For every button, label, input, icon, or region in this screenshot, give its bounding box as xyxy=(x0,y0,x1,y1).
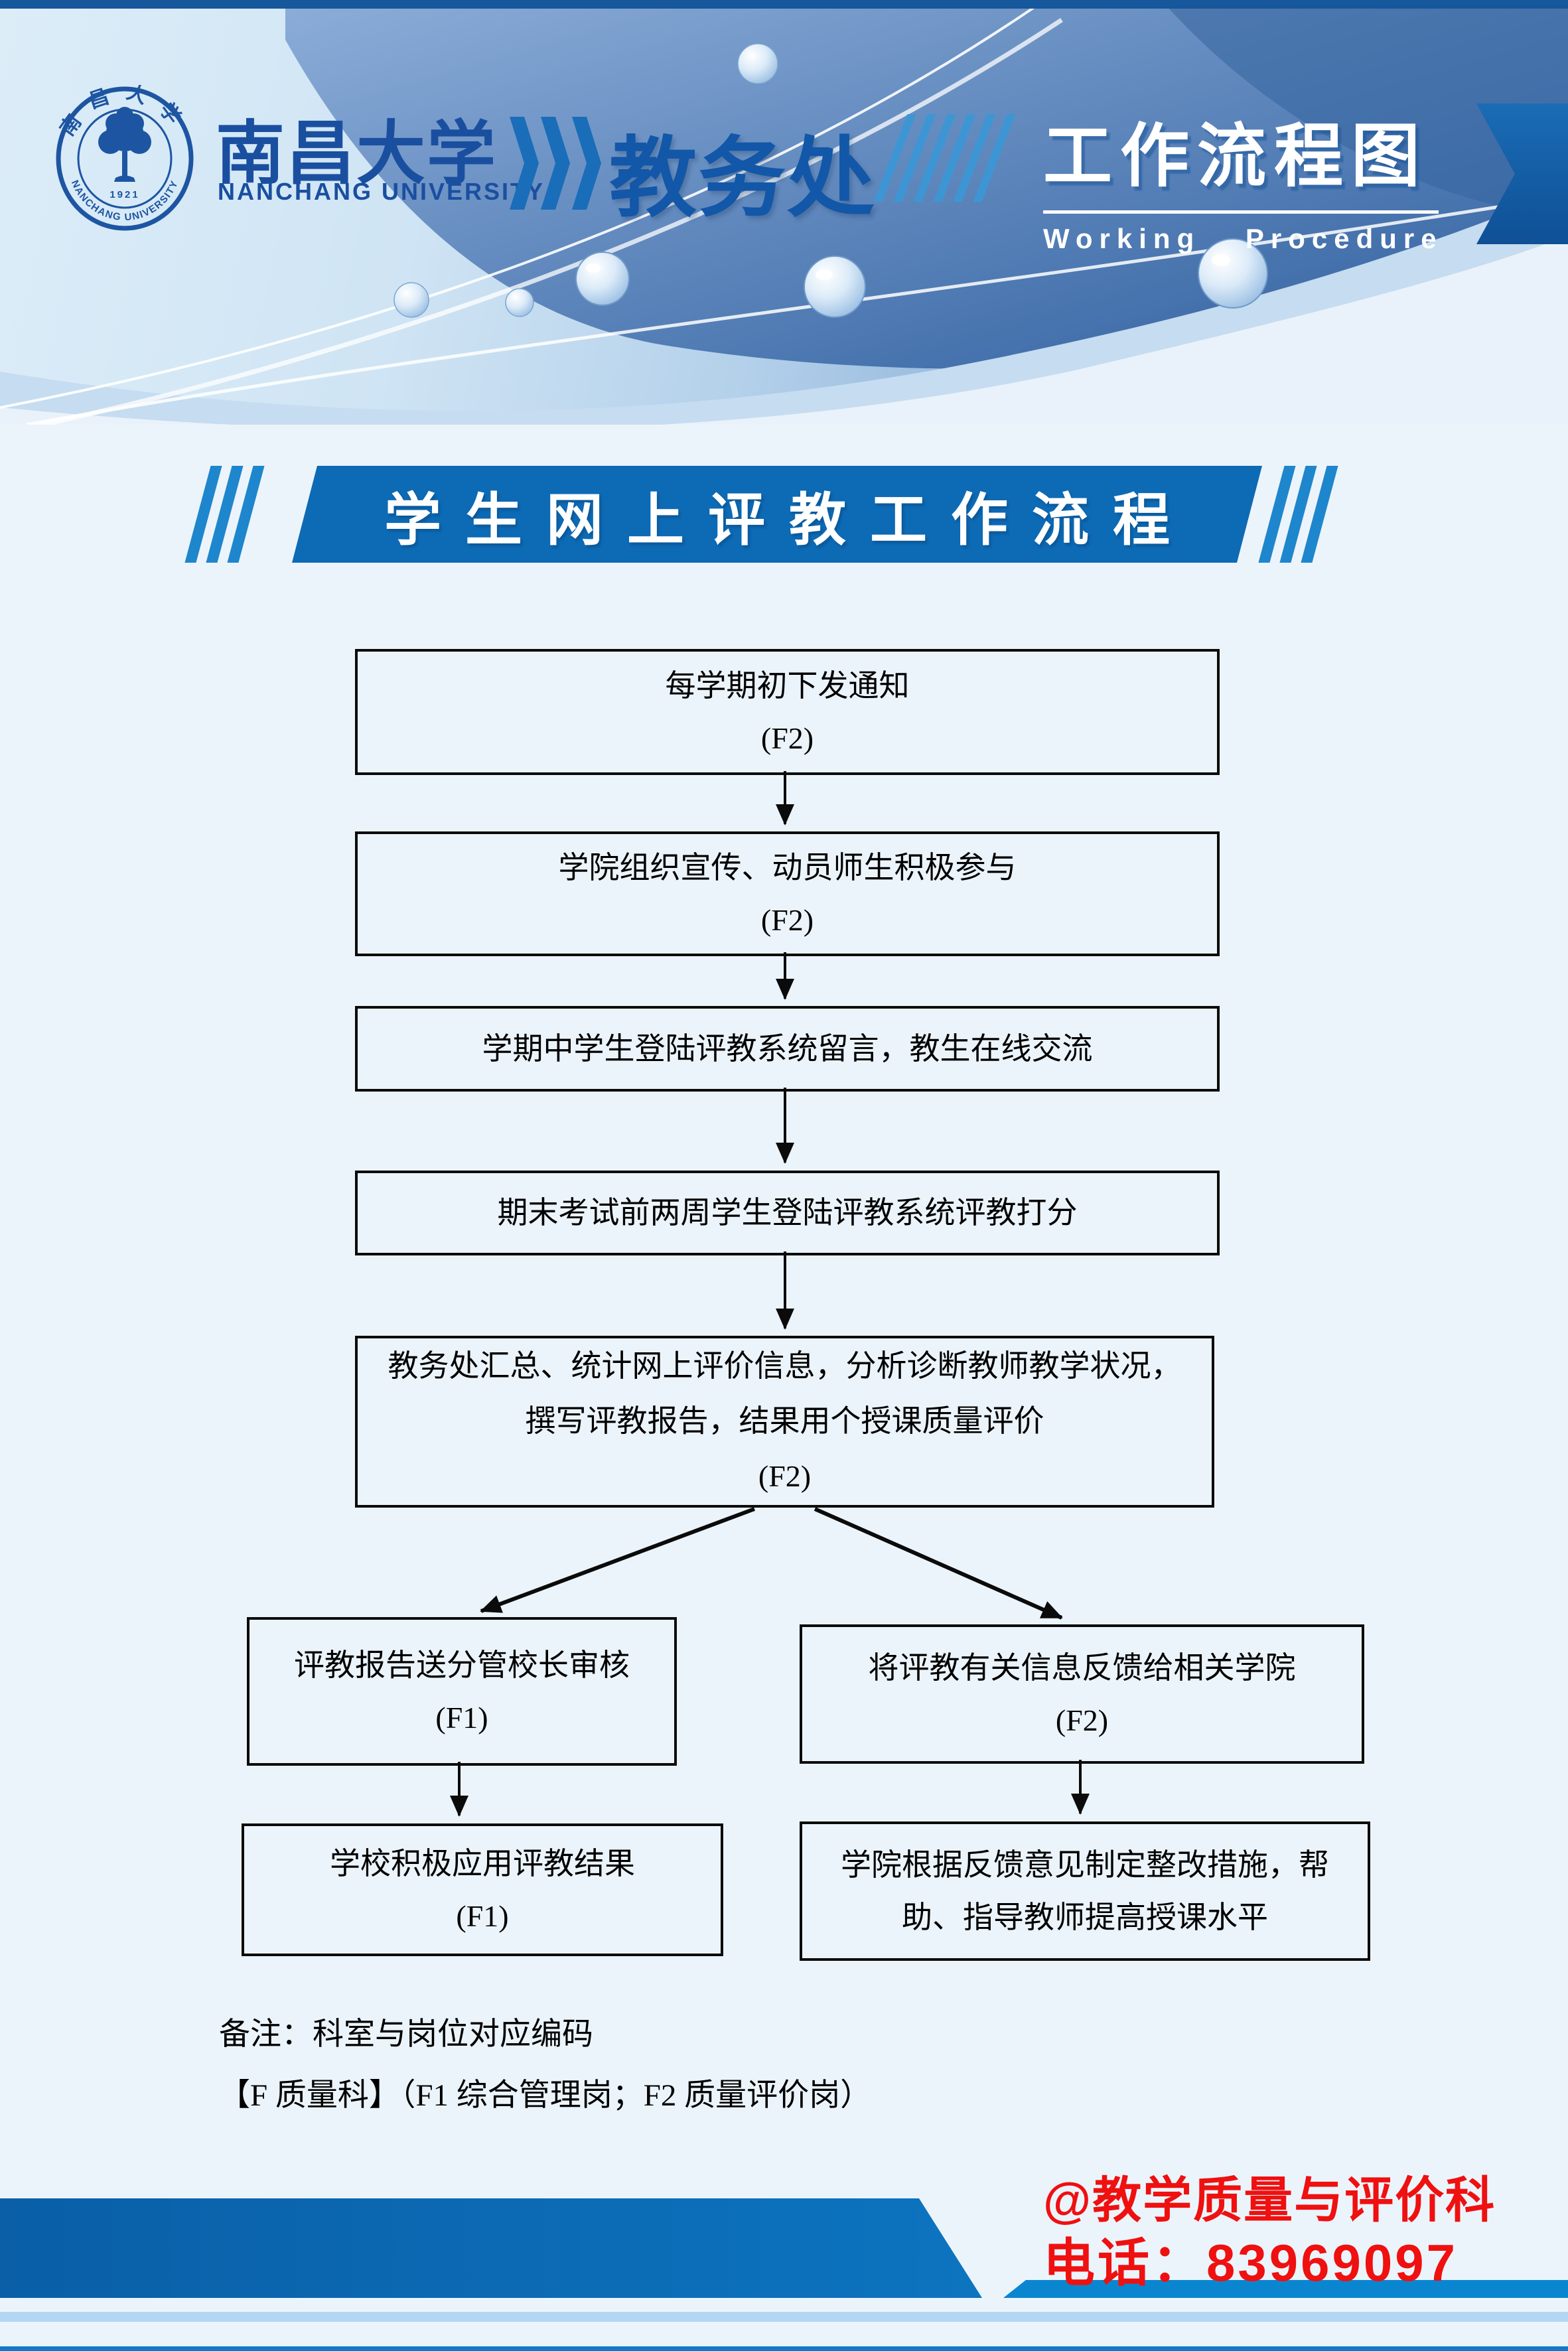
footer-bottom-line xyxy=(0,2346,1568,2351)
banner-title: 学生网上评教工作流程 xyxy=(384,488,1194,552)
flow-result-left: 学校积极应用评教结果 (F1) xyxy=(242,1823,723,1956)
flow-step-text: 学校积极应用评教结果 xyxy=(330,1846,635,1881)
seal-outer-ring xyxy=(56,86,194,231)
page-title-cn: 工作流程图 xyxy=(1043,118,1429,195)
flow-step-code: (F2) xyxy=(1055,1703,1109,1737)
seal-year: 1921 xyxy=(109,189,139,200)
university-seal: 南昌大学 NANCHANG UNIVERSITY 1921 xyxy=(56,85,194,231)
flow-step-code: (F2) xyxy=(760,721,814,755)
flow-step-text: 评教报告送分管校长审核 xyxy=(294,1648,630,1682)
flow-step-code: (F1) xyxy=(435,1701,488,1735)
university-name-cn: 南昌大学 xyxy=(216,115,498,192)
footer-band-right xyxy=(1003,2280,1568,2298)
footer-phone: 电话：83969097 xyxy=(1043,2234,1459,2292)
flow-step-text: 教务处汇总、统计网上评价信息，分析诊断教师教学状况，撰写评教报告，结果用个授课质… xyxy=(388,1349,1182,1439)
chevron-right-icon xyxy=(541,117,570,210)
flow-step-code: (F2) xyxy=(760,903,814,937)
page-title-en: Working Procedure xyxy=(1043,223,1443,254)
flow-step-3: 学期中学生登陆评教系统留言，教生在线交流 xyxy=(355,1006,1220,1092)
chevron-right-icon xyxy=(572,117,601,210)
note-line-1: 备注：科室与岗位对应编码 xyxy=(219,2017,593,2052)
chevron-right-icon xyxy=(510,117,539,210)
flow-step-1: 每学期初下发通知 (F2) xyxy=(355,649,1220,775)
page-title-block: 工作流程图 Working Procedure xyxy=(1043,100,1481,255)
footer-band-left xyxy=(0,2198,982,2298)
header: 南昌大学 NANCHANG UNIVERSITY 1921 南昌大学 NANCH… xyxy=(0,0,1568,425)
flow-step-text: 期末考试前两周学生登陆评教系统评教打分 xyxy=(497,1196,1078,1230)
flow-step-text: 学院根据反馈意见制定整改措施，帮助、指导教师提高授课水平 xyxy=(841,1847,1329,1934)
flow-branch-right: 将评教有关信息反馈给相关学院 (F2) xyxy=(800,1624,1364,1764)
stripe-chevrons xyxy=(873,114,1016,202)
flow-step-code: (F2) xyxy=(758,1459,812,1493)
seal-tree-icon xyxy=(98,107,151,182)
flow-step-4: 期末考试前两周学生登陆评教系统评教打分 xyxy=(355,1171,1220,1255)
flow-step-code: (F1) xyxy=(456,1899,509,1933)
banner-background xyxy=(292,466,1262,563)
flow-step-text: 将评教有关信息反馈给相关学院 xyxy=(868,1650,1296,1685)
banner-stripes-left xyxy=(184,466,265,563)
note-line-2: 【F 质量科】（F1 综合管理岗；F2 质量评价岗） xyxy=(219,2078,872,2113)
footer-account: @教学质量与评价科 xyxy=(1043,2173,1496,2228)
chevron-group xyxy=(510,117,603,210)
flow-step-text: 每学期初下发通知 xyxy=(665,668,910,703)
header-curve-lines xyxy=(0,5,1568,425)
university-name-en: NANCHANG UNIVERSITY xyxy=(218,178,545,205)
title-underline xyxy=(1043,210,1439,214)
top-strip xyxy=(0,0,1568,9)
stripe-icon xyxy=(973,114,1016,202)
flow-step-5: 教务处汇总、统计网上评价信息，分析诊断教师教学状况，撰写评教报告，结果用个授课质… xyxy=(355,1336,1214,1508)
flow-step-text: 学院组织宣传、动员师生积极参与 xyxy=(558,850,1017,885)
flow-step-2: 学院组织宣传、动员师生积极参与 (F2) xyxy=(355,831,1220,956)
banner-stripes-right xyxy=(1258,466,1338,563)
section-banner: 学生网上评教工作流程 xyxy=(0,462,1568,568)
flow-result-right: 学院根据反馈意见制定整改措施，帮助、指导教师提高授课水平 xyxy=(800,1821,1370,1961)
flow-step-text: 学期中学生登陆评教系统留言，教生在线交流 xyxy=(482,1031,1093,1066)
footer-stripe xyxy=(0,2312,1568,2322)
water-droplets xyxy=(393,43,1268,318)
flow-branch-left: 评教报告送分管校长审核 (F1) xyxy=(247,1617,677,1766)
department-title: 教务处 xyxy=(609,129,876,227)
